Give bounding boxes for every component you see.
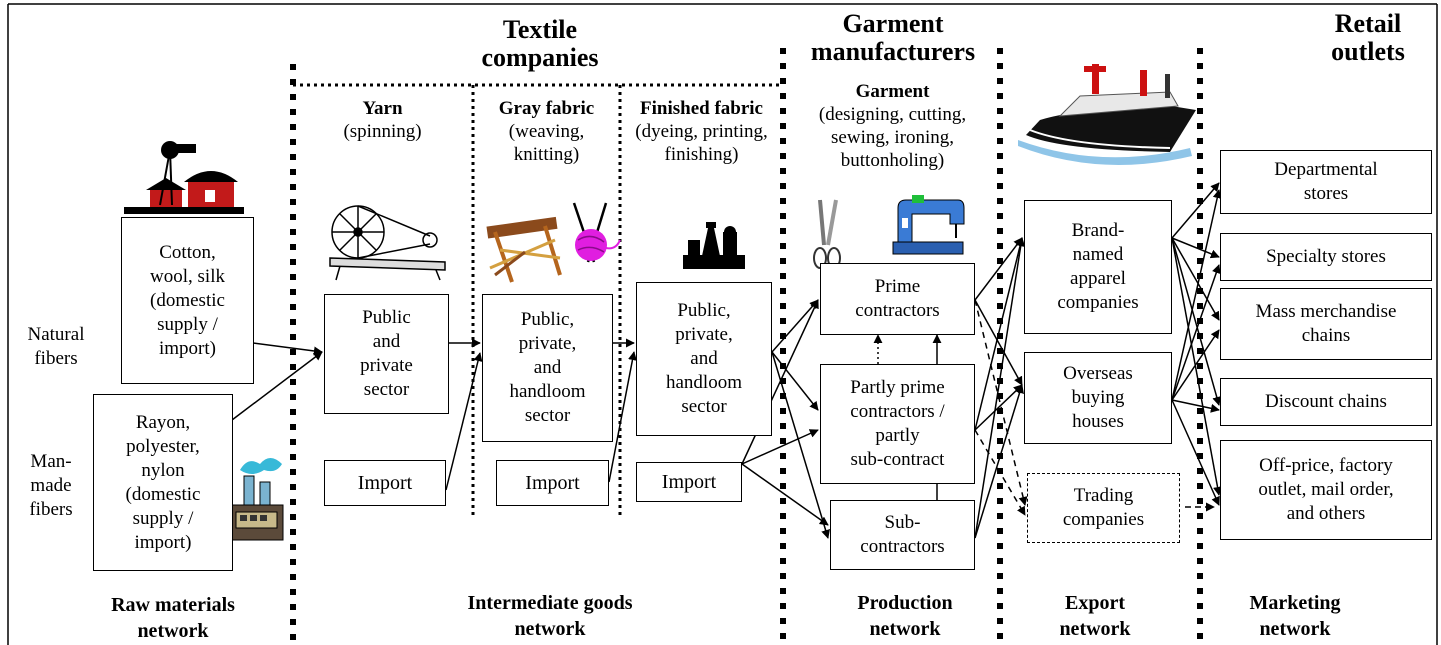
box-cotton-wool-silk: Cotton, wool, silk (domestic supply / im…	[121, 217, 254, 384]
arrow-sub-brand	[974, 237, 1026, 539]
arrow-sub-overseas	[974, 384, 1024, 539]
arrow-finished-sub	[771, 351, 830, 539]
box-mass-merchandise-chains: Mass merchandise chains	[1220, 288, 1432, 360]
arrow-overseas-mass	[1171, 329, 1220, 401]
arrow-prime-overseas	[974, 299, 1023, 386]
arrow-finished-prime	[771, 299, 819, 353]
box-rayon-polyester-nylon: Rayon, polyester, nylon (domestic supply…	[93, 394, 233, 571]
box-trading-companies: Trading companies	[1027, 473, 1180, 543]
arrow-overseas-dept	[1171, 189, 1222, 401]
stage-gray-desc: (weaving, knitting)	[508, 121, 585, 165]
box-prime-contractors: Prime contractors	[820, 263, 975, 335]
stage-finished-fabric: Finished fabric(dyeing, printing, finish…	[620, 97, 783, 166]
stage-yarn: Yarn(spinning)	[295, 97, 470, 143]
arrow-partly-brand	[974, 237, 1025, 431]
stage-garment-desc: (designing, cutting, sewing, ironing, bu…	[818, 104, 967, 171]
box-off-price-outlets: Off-price, factory outlet, mail order, a…	[1220, 440, 1432, 540]
arrow-grayimport-finished	[608, 351, 637, 483]
network-intermediate-goods: Intermediate goods network	[467, 592, 633, 640]
stage-garment: Garment(designing, cutting, sewing, iron…	[790, 80, 995, 172]
cargo-ship-icon	[1018, 64, 1196, 165]
box-partly-prime-contractors: Partly prime contractors / partly sub-co…	[820, 364, 975, 484]
stage-garment-title: Garment	[855, 81, 930, 102]
header-garment-manufacturers: Garment manufacturers	[810, 9, 976, 66]
header-retail-outlets: Retail outlets	[1331, 9, 1405, 66]
box-gray-import: Import	[496, 460, 609, 506]
arrow-overseas-specialty	[1171, 264, 1221, 401]
arrow-import-partly	[741, 429, 819, 465]
arrow-import-prime	[741, 299, 819, 465]
stage-finished-desc: (dyeing, printing, finishing)	[635, 121, 768, 165]
arrow-partly-overseas	[974, 384, 1023, 431]
arrow-finished-partly	[771, 351, 819, 411]
box-brand-named-apparel: Brand- named apparel companies	[1024, 200, 1172, 334]
sewing-machine-icon	[892, 195, 965, 255]
factory-icon	[230, 458, 284, 541]
arrow-yarnimport-gray	[445, 352, 483, 491]
box-finished-fabric-sector: Public, private, and handloom sector	[636, 282, 772, 436]
box-gray-fabric-sector: Public, private, and handloom sector	[482, 294, 613, 442]
box-sub-contractors: Sub- contractors	[830, 500, 975, 570]
arrow-brand-dept	[1171, 182, 1220, 239]
network-raw-materials: Raw materials network	[111, 594, 235, 642]
spinning-machine-icon	[329, 205, 446, 281]
stage-gray-title: Gray fabric	[498, 98, 595, 119]
network-export: Export network	[1059, 592, 1131, 640]
box-departmental-stores: Departmental stores	[1220, 150, 1432, 214]
box-overseas-buying-houses: Overseas buying houses	[1024, 352, 1172, 444]
box-specialty-stores: Specialty stores	[1220, 233, 1432, 281]
loom-icon	[486, 216, 562, 283]
label-manmade-fibers: Man- made fibers	[29, 451, 73, 520]
stage-finished-title: Finished fabric	[640, 98, 763, 119]
arrow-import-sub	[741, 463, 829, 526]
stage-yarn-desc: (spinning)	[343, 121, 422, 142]
stage-gray-fabric: Gray fabric(weaving, knitting)	[474, 97, 619, 166]
arrow-overseas-offprice	[1171, 399, 1220, 506]
box-finished-import: Import	[636, 462, 742, 502]
network-marketing: Marketing network	[1249, 592, 1341, 640]
box-discount-chains: Discount chains	[1220, 378, 1432, 426]
box-yarn-sector: Public and private sector	[324, 294, 449, 414]
knitting-yarn-icon	[572, 202, 621, 263]
farm-icon	[124, 141, 244, 214]
arrow-brand-specialty	[1171, 237, 1220, 259]
arrow-prime-trading	[974, 299, 1028, 506]
network-production: Production network	[857, 592, 953, 640]
arrow-prime-brand	[974, 237, 1023, 301]
scissors-icon	[813, 199, 841, 269]
label-natural-fibers: Natural fibers	[27, 324, 85, 369]
box-yarn-import: Import	[324, 460, 446, 506]
arrow-rayon-yarn	[231, 351, 323, 421]
header-textile-companies: Textile companies	[481, 15, 599, 72]
arrow-brand-discount	[1171, 237, 1222, 406]
arrow-brand-offprice	[1171, 237, 1222, 496]
arrow-partly-trading	[974, 429, 1026, 516]
chemicals-icon	[683, 222, 745, 269]
arrow-brand-mass	[1171, 237, 1220, 321]
stage-yarn-title: Yarn	[362, 98, 403, 119]
arrow-cotton-yarn	[252, 342, 323, 356]
arrow-overseas-discount	[1171, 399, 1220, 413]
